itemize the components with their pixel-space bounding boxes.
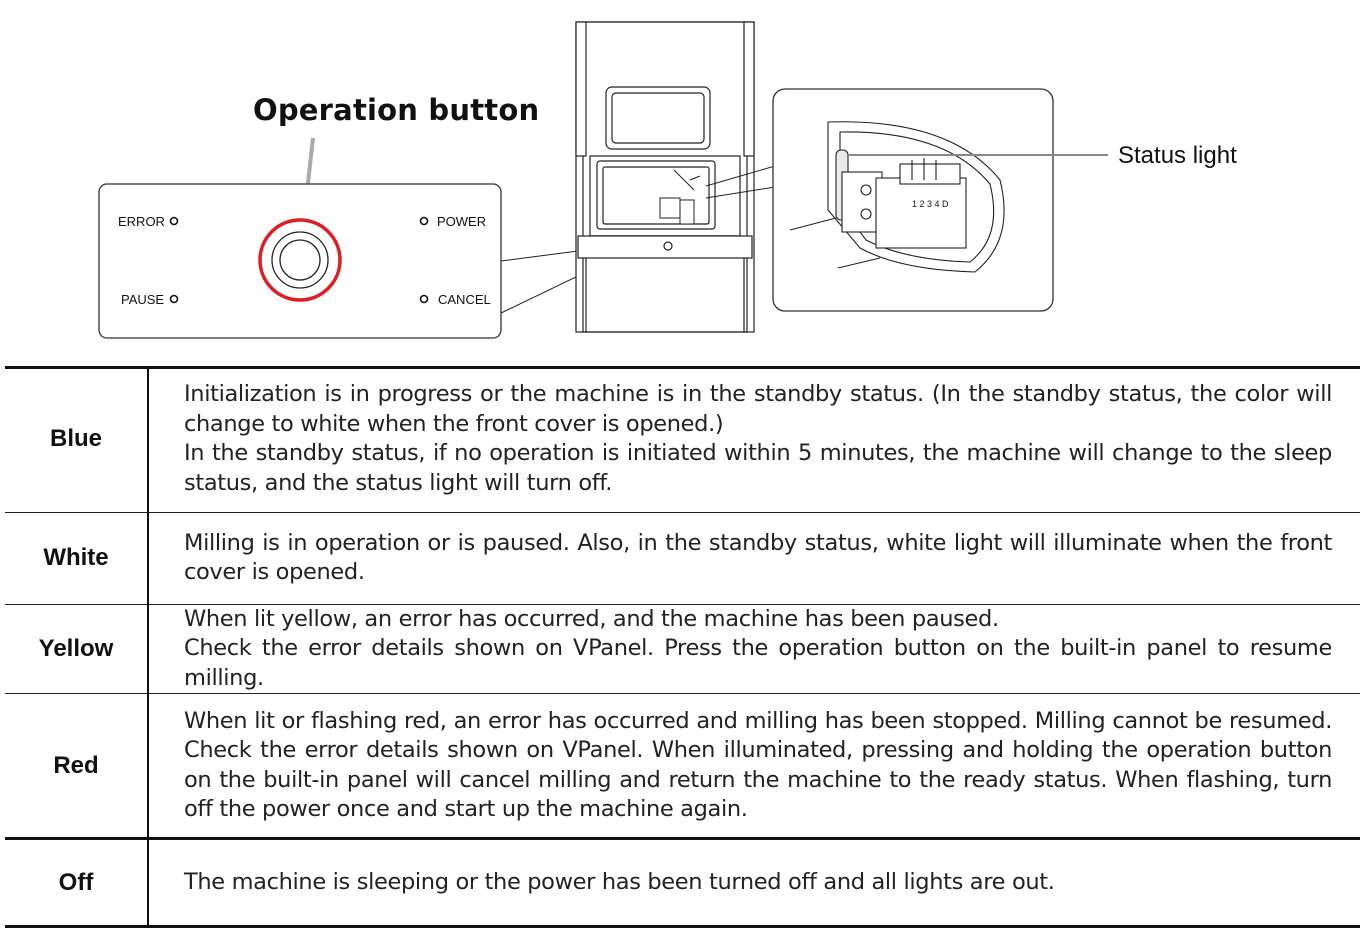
description-line: The machine is sleeping or the power has… [184, 868, 1055, 895]
table-row: Red When lit or flashing red, an error h… [5, 693, 1360, 839]
panel-label-cancel: CANCEL [438, 292, 491, 307]
operation-button-highlight-ring [258, 218, 342, 302]
detail-zoom-line-bottom [705, 186, 776, 199]
panel-label-power: POWER [437, 214, 487, 229]
module-numbers-text: 1 2 3 4 D [912, 199, 949, 209]
table-row: Blue Initialization is in progress or th… [5, 367, 1360, 512]
status-color-off: Off [5, 838, 149, 927]
pause-led-icon [169, 294, 179, 304]
status-color-blue: Blue [5, 367, 149, 512]
status-description-off: The machine is sleeping or the power has… [148, 839, 1360, 927]
error-led-icon [169, 216, 179, 226]
description-line: When lit yellow, an error has occurred, … [184, 605, 999, 632]
table-row: Yellow When lit yellow, an error has occ… [5, 604, 1360, 694]
status-color-red: Red [5, 693, 149, 839]
status-description-yellow: When lit yellow, an error has occurred, … [148, 604, 1360, 694]
description-line: Initialization is in progress or the mac… [184, 381, 1332, 437]
status-description-blue: Initialization is in progress or the mac… [148, 367, 1360, 512]
power-led-icon [419, 216, 429, 226]
table-top-rule [5, 366, 1360, 369]
table-row: White Milling is in operation or is paus… [5, 512, 1360, 604]
panel-label-pause: PAUSE [121, 292, 165, 307]
status-color-white: White [5, 512, 149, 604]
machine-illustration: 1 2 3 4 D [98, 21, 1108, 339]
machine-figure: 1 2 3 4 D Operation button Status light … [0, 0, 1365, 362]
description-line: When lit or flashing red, an error has o… [184, 707, 1332, 823]
status-light-label: Status light [1118, 142, 1237, 169]
detail-zoom-line-top [705, 165, 776, 187]
cancel-led-icon [419, 294, 429, 304]
status-description-red: When lit or flashing red, an error has o… [148, 694, 1360, 839]
status-description-white: Milling is in operation or is paused. Al… [148, 512, 1360, 604]
operation-button-inner-icon [279, 239, 321, 281]
description-line: Milling is in operation or is paused. Al… [184, 529, 1332, 586]
machine-spindle [659, 169, 701, 225]
machine-body [575, 21, 755, 333]
panel-label-error: ERROR [118, 214, 165, 229]
operation-button-label: Operation button [253, 93, 540, 127]
status-color-yellow: Yellow [5, 604, 149, 694]
table-row: Off The machine is sleeping or the power… [5, 838, 1360, 927]
status-light-table: Blue Initialization is in progress or th… [5, 367, 1360, 928]
description-line: In the standby status, if no operation i… [184, 440, 1332, 496]
description-line: Check the error details shown on VPanel.… [184, 635, 1332, 691]
status-light-detail-drawing [789, 121, 1005, 273]
